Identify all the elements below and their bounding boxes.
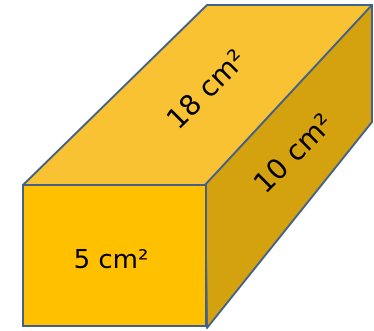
front-face-label: 5 cm² (74, 245, 149, 275)
front-face (22, 184, 207, 327)
